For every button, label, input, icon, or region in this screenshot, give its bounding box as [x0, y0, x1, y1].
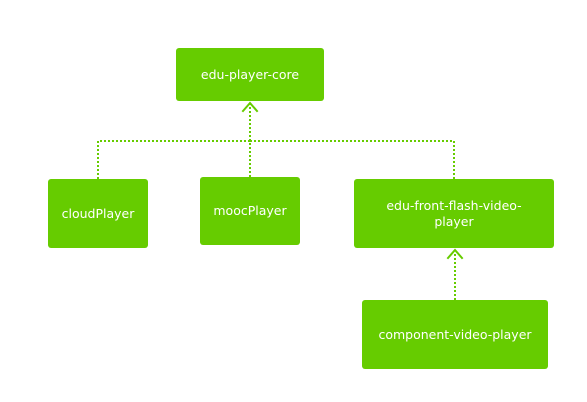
edge-flash-to-core: [250, 140, 455, 179]
node-component-video-player[interactable]: component-video-player: [362, 300, 548, 369]
arrowhead-flash: [446, 248, 464, 260]
node-edu-front-flash-video-player[interactable]: edu-front-flash-video-player: [354, 179, 554, 248]
node-moocplayer[interactable]: moocPlayer: [200, 177, 300, 245]
node-label: moocPlayer: [213, 203, 287, 218]
node-label: edu-player-core: [200, 66, 300, 82]
node-label: edu-front-flash-video-player: [386, 197, 522, 229]
node-label: cloudPlayer: [61, 205, 135, 221]
node-edu-player-core[interactable]: edu-player-core: [176, 48, 324, 101]
node-cloudplayer[interactable]: cloudPlayer: [48, 179, 148, 248]
edge-cloudplayer-to-core: [97, 140, 250, 179]
node-label: component-video-player: [378, 326, 532, 342]
arrowhead-core: [241, 101, 259, 113]
